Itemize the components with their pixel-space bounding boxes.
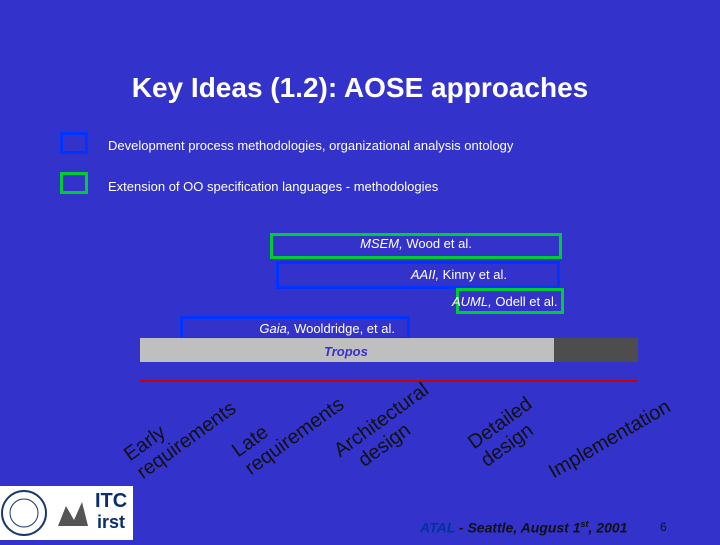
tropos-bar-end xyxy=(554,338,638,362)
phase-late: Late requirements xyxy=(228,375,348,479)
phase-line xyxy=(140,380,638,382)
legend-blue-text: Development process methodologies, organ… xyxy=(108,138,514,153)
msem-author: Wood et al. xyxy=(402,236,472,251)
auml-label: AUML, Odell et al. xyxy=(452,294,558,309)
auml-name: AUML, xyxy=(452,294,492,309)
slide-title: Key Ideas (1.2): AOSE approaches xyxy=(131,72,589,103)
auml-box xyxy=(456,288,564,314)
footer: ATAL - Seattle, August 1st, 2001 xyxy=(420,519,627,536)
aaii-box: AAII, Kinny et al. xyxy=(276,261,560,289)
footer-atal: ATAL xyxy=(420,519,455,536)
legend-green-text: Extension of OO specification languages … xyxy=(108,179,439,194)
msem-name: MSEM, xyxy=(360,236,403,251)
page-number: 6 xyxy=(660,520,667,534)
gaia-author: Wooldridge, et al. xyxy=(290,321,395,336)
footer-sup: st xyxy=(580,519,589,529)
gaia-box: Gaia, Wooldridge, et al. xyxy=(180,316,410,340)
footer-year: , 2001 xyxy=(588,519,628,536)
figure-icon xyxy=(58,502,88,526)
seal-inner-icon xyxy=(9,498,39,528)
aaii-author: Kinny et al. xyxy=(439,267,507,282)
aaii-name: AAII, xyxy=(410,267,440,282)
legend-green-box xyxy=(60,172,88,194)
logo-graphics xyxy=(1,490,88,536)
gaia-name: Gaia, xyxy=(259,321,291,336)
phase-detailed: Detailed design xyxy=(464,393,549,472)
phase-early: Early requirements xyxy=(120,379,240,483)
auml-author: Odell et al. xyxy=(491,294,558,309)
phase-implementation: Implementation xyxy=(545,395,675,484)
footer-rest: - Seattle, August 1 xyxy=(455,519,581,536)
tropos-label: Tropos xyxy=(324,344,368,359)
seal-icon xyxy=(1,490,47,536)
msem-box: MSEM, Wood et al. xyxy=(270,233,562,259)
legend-blue-box xyxy=(60,132,88,154)
phase-architectural: Architectural design xyxy=(330,379,446,480)
itc-logo-text: ITC xyxy=(95,490,128,512)
logos-area: ITC irst xyxy=(0,486,133,540)
irst-logo-text: irst xyxy=(97,512,126,532)
